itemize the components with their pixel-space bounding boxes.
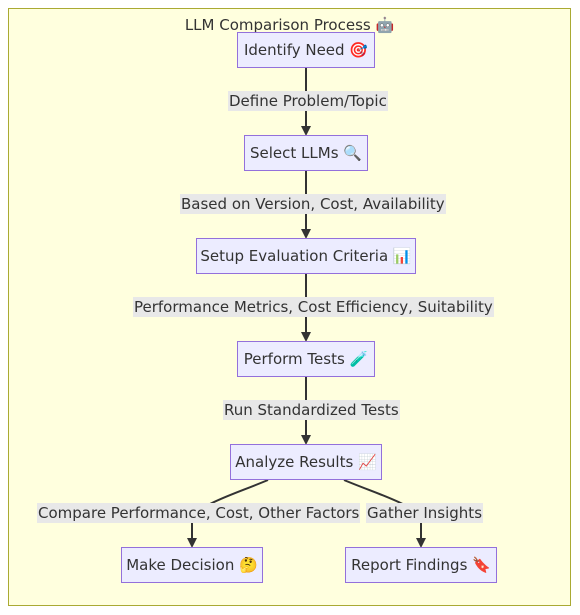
node-report-findings[interactable]: Report Findings 🔖 (345, 547, 497, 583)
edge-label-gather-insights: Gather Insights (366, 503, 484, 523)
edge-label-performance-metrics: Performance Metrics, Cost Efficiency, Su… (133, 297, 494, 317)
node-make-decision[interactable]: Make Decision 🤔 (121, 547, 263, 583)
edge-label-run-tests: Run Standardized Tests (223, 400, 400, 420)
edge-label-based-on-version: Based on Version, Cost, Availability (180, 194, 446, 214)
node-analyze-results[interactable]: Analyze Results 📈 (230, 444, 382, 480)
edge-label-compare-performance: Compare Performance, Cost, Other Factors (37, 503, 361, 523)
node-perform-tests[interactable]: Perform Tests 🧪 (237, 341, 375, 377)
edge-label-define-problem: Define Problem/Topic (228, 91, 388, 111)
node-setup-evaluation-criteria[interactable]: Setup Evaluation Criteria 📊 (196, 238, 416, 274)
node-identify-need[interactable]: Identify Need 🎯 (237, 32, 375, 68)
node-select-llms[interactable]: Select LLMs 🔍 (244, 135, 368, 171)
cluster-title: LLM Comparison Process 🤖 (184, 16, 395, 34)
